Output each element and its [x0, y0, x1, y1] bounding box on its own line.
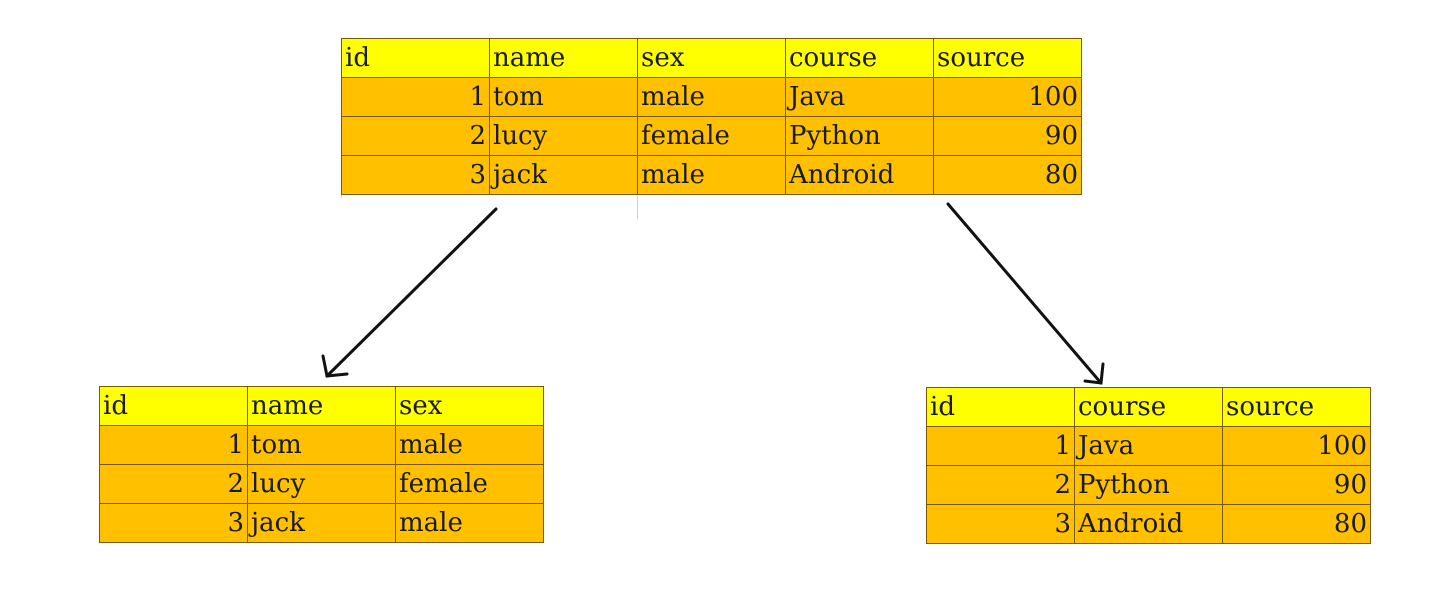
sex-cell: female [395, 464, 544, 504]
header-cell: course [1074, 387, 1223, 427]
header-cell: id [341, 38, 490, 78]
header-cell: course [785, 38, 934, 78]
table-row: 2 Python 90 [926, 465, 1371, 505]
sex-cell: male [395, 503, 544, 543]
id-cell: 2 [99, 464, 248, 504]
student-table: id name sex 1 tom male 2 lucy female 3 j… [99, 386, 544, 543]
source-cell: 90 [1222, 465, 1371, 505]
table-row: 1 tom male Java 100 [341, 77, 1082, 117]
source-table: id name sex course source 1 tom male Jav… [341, 38, 1082, 195]
course-cell: Java [785, 77, 934, 117]
course-cell: Java [1074, 426, 1223, 466]
name-cell: tom [247, 425, 396, 465]
table-header-row: id name sex [99, 386, 544, 426]
table-row: 2 lucy female [99, 464, 544, 504]
header-cell: name [247, 386, 396, 426]
sex-cell: female [637, 116, 786, 156]
id-cell: 2 [926, 465, 1075, 505]
id-cell: 1 [926, 426, 1075, 466]
source-cell: 100 [1222, 426, 1371, 466]
table-row: 1 Java 100 [926, 426, 1371, 466]
header-cell: sex [395, 386, 544, 426]
course-table: id course source 1 Java 100 2 Python 90 … [926, 387, 1371, 544]
source-cell: 80 [933, 155, 1082, 195]
source-cell: 80 [1222, 504, 1371, 544]
sex-cell: male [395, 425, 544, 465]
name-cell: lucy [489, 116, 638, 156]
name-cell: jack [247, 503, 396, 543]
table-row: 1 tom male [99, 425, 544, 465]
id-cell: 1 [99, 425, 248, 465]
header-cell: source [933, 38, 1082, 78]
name-cell: tom [489, 77, 638, 117]
guide-line [637, 195, 638, 219]
table-row: 3 Android 80 [926, 504, 1371, 544]
source-cell: 90 [933, 116, 1082, 156]
name-cell: jack [489, 155, 638, 195]
sex-cell: male [637, 155, 786, 195]
header-cell: id [99, 386, 248, 426]
table-row: 3 jack male Android 80 [341, 155, 1082, 195]
header-cell: source [1222, 387, 1371, 427]
header-cell: name [489, 38, 638, 78]
id-cell: 3 [341, 155, 490, 195]
id-cell: 3 [926, 504, 1075, 544]
header-cell: id [926, 387, 1075, 427]
table-header-row: id course source [926, 387, 1371, 427]
table-row: 2 lucy female Python 90 [341, 116, 1082, 156]
course-cell: Android [1074, 504, 1223, 544]
course-cell: Python [1074, 465, 1223, 505]
id-cell: 2 [341, 116, 490, 156]
table-row: 3 jack male [99, 503, 544, 543]
source-cell: 100 [933, 77, 1082, 117]
course-cell: Python [785, 116, 934, 156]
name-cell: lucy [247, 464, 396, 504]
arrow-right [946, 202, 1105, 385]
header-cell: sex [637, 38, 786, 78]
arrow-left [321, 207, 498, 378]
course-cell: Android [785, 155, 934, 195]
id-cell: 3 [99, 503, 248, 543]
sex-cell: male [637, 77, 786, 117]
table-header-row: id name sex course source [341, 38, 1082, 78]
